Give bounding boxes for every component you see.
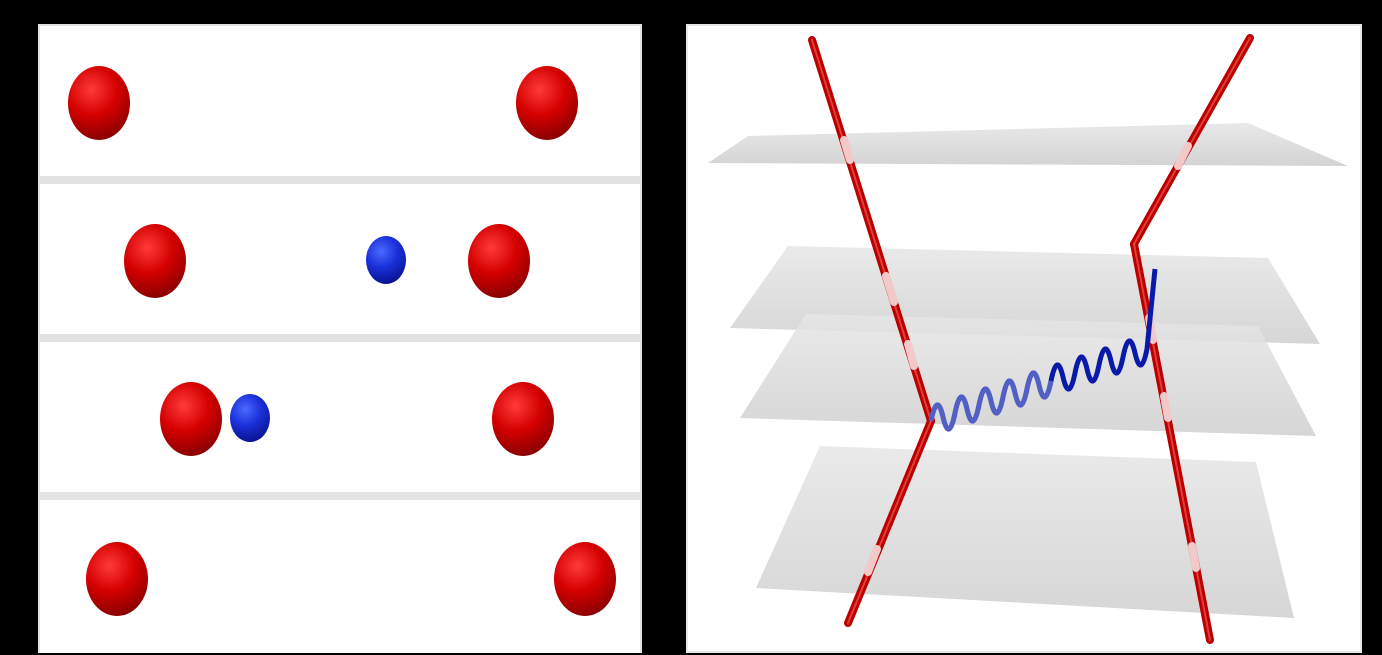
snapshot-frame-3 xyxy=(40,342,640,492)
electron-b xyxy=(492,382,554,456)
time-slice-plane-1 xyxy=(708,123,1348,166)
snapshot-frame-4 xyxy=(40,500,640,653)
snapshot-sequence-panel xyxy=(38,24,642,653)
spacetime-diagram-panel xyxy=(686,24,1362,653)
snapshot-frame-1 xyxy=(40,26,640,176)
spacetime-diagram xyxy=(708,34,1348,644)
virtual-photon-propagator xyxy=(928,268,1158,432)
electron-b xyxy=(516,66,578,140)
electron-a-worldline xyxy=(808,36,935,627)
virtual-photon xyxy=(366,236,406,284)
virtual-photon xyxy=(230,394,270,442)
electron-a xyxy=(160,382,222,456)
time-slice-plane-3 xyxy=(740,314,1316,436)
electron-a xyxy=(124,224,186,298)
time-slice-plane-4 xyxy=(756,446,1294,618)
snapshot-frame-2 xyxy=(40,184,640,334)
electron-b-worldline xyxy=(1130,34,1254,644)
electron-a xyxy=(86,542,148,616)
electron-b xyxy=(554,542,616,616)
electron-a xyxy=(68,66,130,140)
electron-b xyxy=(468,224,530,298)
